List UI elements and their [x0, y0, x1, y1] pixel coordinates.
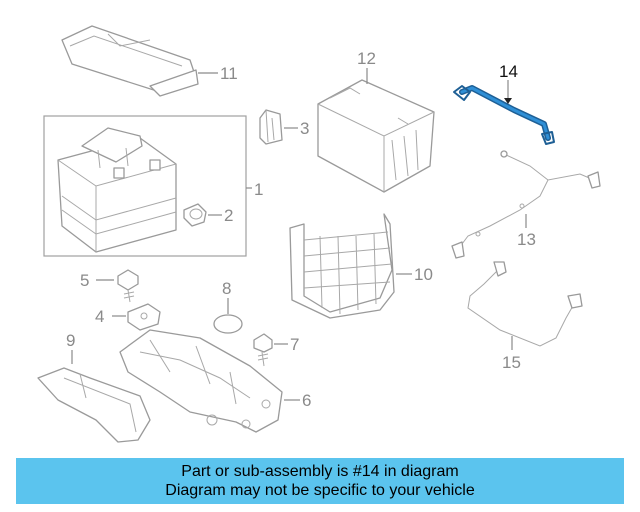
callout-3: 3 — [300, 119, 309, 138]
banner-line-1: Part or sub-assembly is #14 in diagram — [181, 463, 459, 480]
callout-11: 11 — [220, 64, 238, 83]
part-10-insulation — [289, 213, 395, 319]
arrow-14 — [504, 98, 512, 104]
callout-6: 6 — [302, 391, 311, 410]
callout-12: 12 — [357, 49, 376, 68]
part-5-bolt — [117, 269, 139, 303]
part-13-wire-harness — [451, 150, 601, 259]
part-7-bolt — [253, 333, 273, 367]
callout-5: 5 — [80, 271, 89, 290]
callout-7: 7 — [290, 335, 299, 354]
part-1-battery-assembly — [43, 115, 247, 257]
info-banner: Part or sub-assembly is #14 in diagram D… — [16, 458, 624, 504]
callout-10: 10 — [414, 265, 433, 284]
callout-2: 2 — [224, 206, 233, 225]
callout-9: 9 — [66, 331, 75, 350]
banner-line-2: Diagram may not be specific to your vehi… — [165, 482, 475, 499]
callout-1: 1 — [254, 180, 263, 199]
parts-diagram: 11 1 2 3 12 14 — [37, 25, 601, 443]
part-6-battery-tray — [119, 329, 283, 433]
callout-15: 15 — [502, 353, 521, 372]
callout-8: 8 — [222, 279, 231, 298]
callout-13: 13 — [517, 230, 536, 249]
part-11-battery-cover — [61, 25, 199, 97]
part-4-clamp — [127, 303, 161, 331]
part-2-plug — [183, 203, 207, 227]
part-12-battery — [317, 79, 435, 193]
part-8-grommet — [213, 314, 243, 334]
callout-4: 4 — [95, 307, 104, 326]
part-14-battery-cable-highlighted — [453, 85, 555, 145]
part-9-bracket — [37, 367, 151, 443]
part-15-cable — [467, 261, 583, 347]
callout-14: 14 — [499, 62, 518, 81]
part-3-terminal-cap — [259, 109, 283, 145]
